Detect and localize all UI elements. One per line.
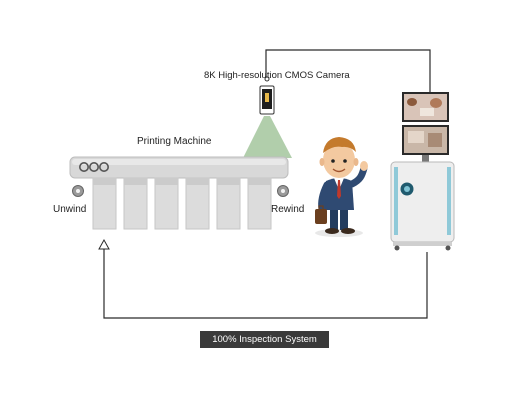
camera-to-station-line xyxy=(265,49,431,92)
camera-beam xyxy=(243,116,292,158)
rewind-label: Rewind xyxy=(271,204,305,215)
printing-units xyxy=(92,177,272,230)
printing-machine-label: Printing Machine xyxy=(137,136,212,147)
station-to-machine-line xyxy=(103,247,428,319)
unit-shading xyxy=(93,178,271,185)
camera-icon xyxy=(259,76,275,115)
unwind-roll-icon xyxy=(72,185,84,197)
return-arrowhead xyxy=(98,238,110,250)
inspection-system-badge: 100% Inspection System xyxy=(200,331,329,348)
unwind-label: Unwind xyxy=(53,204,87,215)
printing-machine xyxy=(69,156,289,230)
inspection-station-icon xyxy=(390,92,455,251)
operator-icon xyxy=(315,137,368,237)
camera-label: 8K High-resolution CMOS Camera xyxy=(204,70,350,81)
rewind-roll-icon xyxy=(277,185,289,197)
logo-rings xyxy=(79,162,110,173)
connector-lines xyxy=(103,49,431,319)
